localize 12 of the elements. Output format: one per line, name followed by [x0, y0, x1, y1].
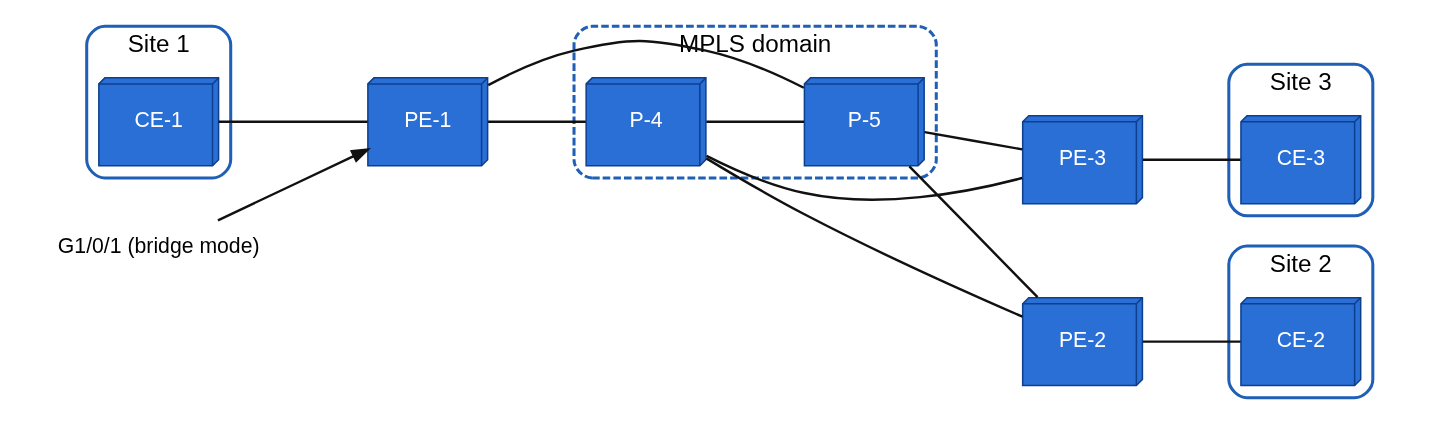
connector: [1142, 158, 1241, 161]
arrow: [217, 147, 372, 222]
connector: [705, 157, 1023, 318]
connector: [924, 130, 1023, 151]
connector: [908, 165, 1039, 299]
node-text: G1/0/1 (bridge mode): [57, 234, 260, 258]
connector: [706, 120, 804, 124]
connector: [706, 154, 1023, 201]
connector: [488, 120, 586, 124]
connector: [487, 39, 805, 89]
connector: [218, 120, 368, 124]
connector: [1142, 340, 1241, 343]
